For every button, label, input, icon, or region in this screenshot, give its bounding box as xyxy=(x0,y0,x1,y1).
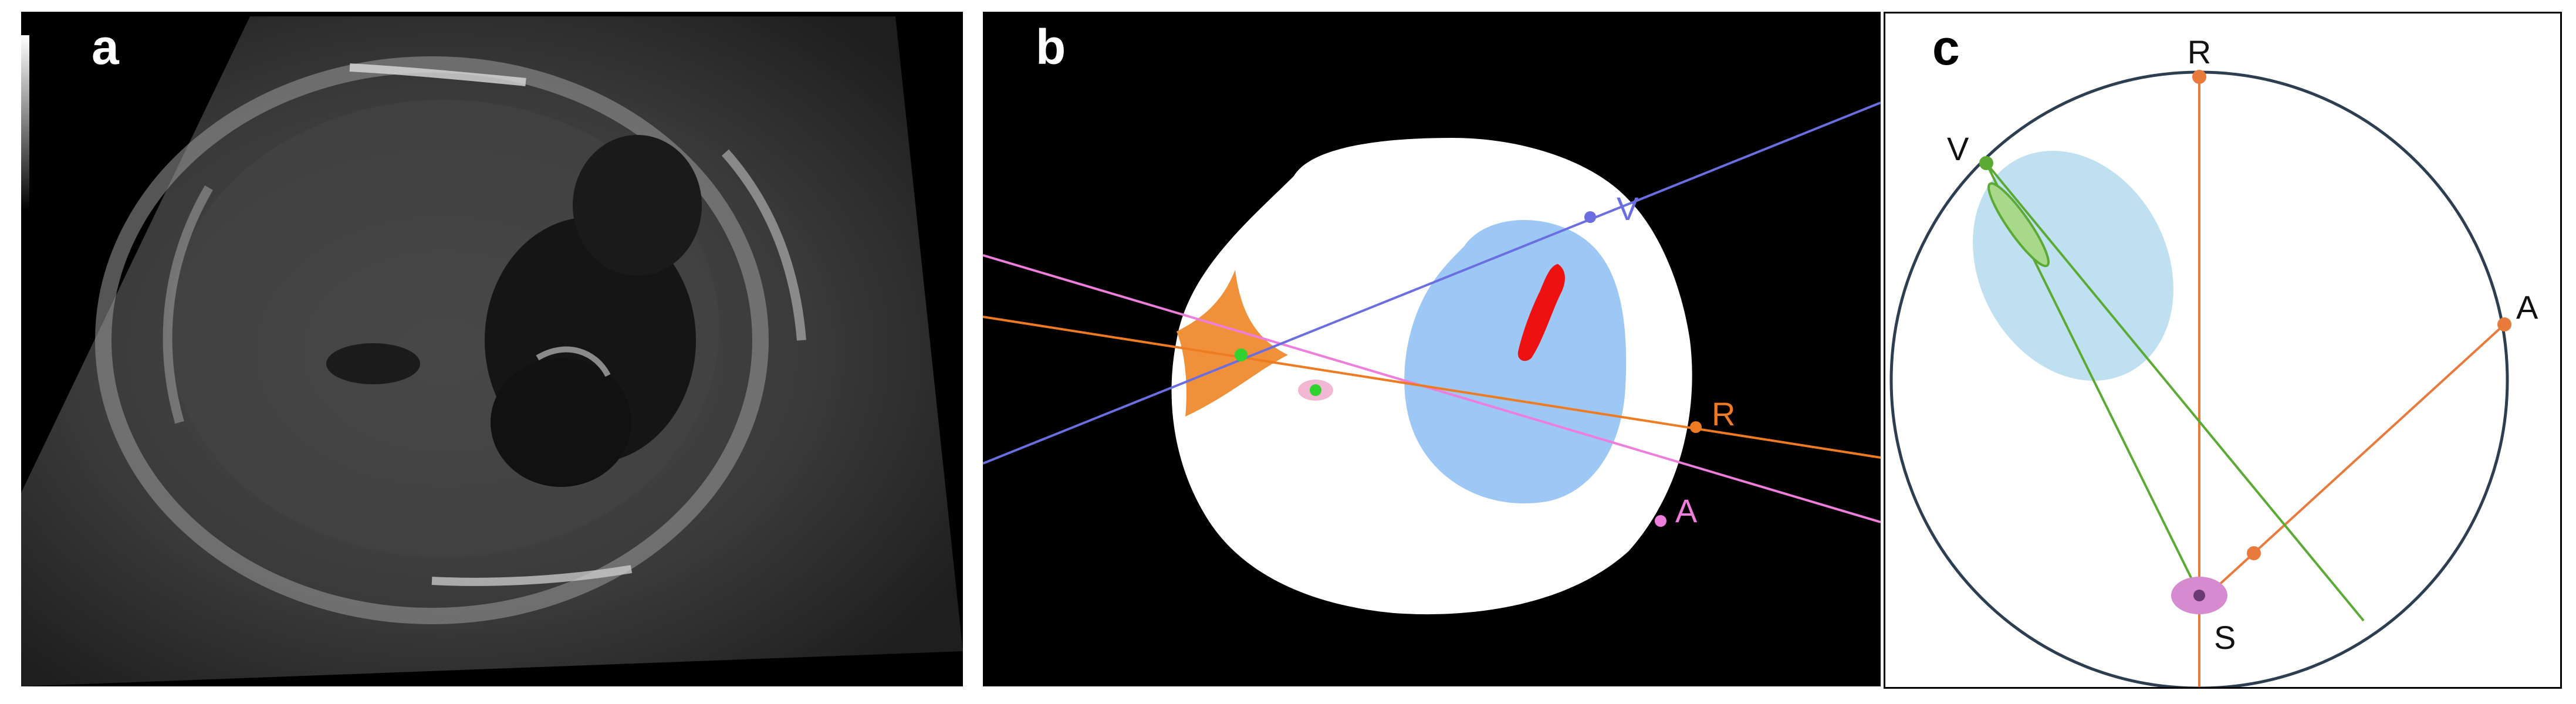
panel-c-schematic: R V A S c xyxy=(1884,12,2562,689)
green-point-2 xyxy=(1310,384,1321,396)
label-r: R xyxy=(1712,395,1735,432)
schematic-diagram: R V A S xyxy=(1889,33,2538,687)
skull-echo xyxy=(95,56,769,624)
green-line-2 xyxy=(1985,162,2365,622)
v-point xyxy=(1979,156,1993,170)
r-endpoint xyxy=(1690,421,1702,433)
label-s: S xyxy=(2214,619,2236,656)
v-endpoint xyxy=(1584,211,1596,223)
panel-b-segmentation: V R A b xyxy=(983,12,1881,686)
label-a: A xyxy=(1675,492,1698,529)
panel-a-ultrasound: a xyxy=(21,12,963,686)
s-point xyxy=(2193,590,2205,601)
a-endpoint xyxy=(1655,515,1666,527)
ultrasound-image xyxy=(21,12,963,686)
r-point xyxy=(2192,70,2206,84)
v-line xyxy=(983,101,1881,465)
panel-letter-c: c xyxy=(1932,20,1960,75)
label-v: V xyxy=(1617,190,1639,227)
green-ellipse xyxy=(1987,182,2050,268)
blue-ellipse xyxy=(1973,151,2173,381)
heart-region xyxy=(1404,220,1627,504)
r-line xyxy=(983,316,1881,459)
a-line xyxy=(2201,323,2506,601)
label-r: R xyxy=(2188,33,2211,70)
gray-scale-bar xyxy=(21,35,29,211)
label-a: A xyxy=(2516,289,2538,326)
orange-structure xyxy=(1177,270,1288,417)
label-v: V xyxy=(1947,130,1969,167)
a-line xyxy=(983,254,1881,523)
red-structure xyxy=(1517,264,1565,361)
a-point xyxy=(2497,317,2511,331)
a-inner-point xyxy=(2247,546,2261,560)
panel-letter-a: a xyxy=(92,19,119,75)
panel-letter-b: b xyxy=(1036,19,1066,75)
segmentation-diagram: V R A xyxy=(983,12,1881,686)
green-point-1 xyxy=(1235,348,1248,361)
